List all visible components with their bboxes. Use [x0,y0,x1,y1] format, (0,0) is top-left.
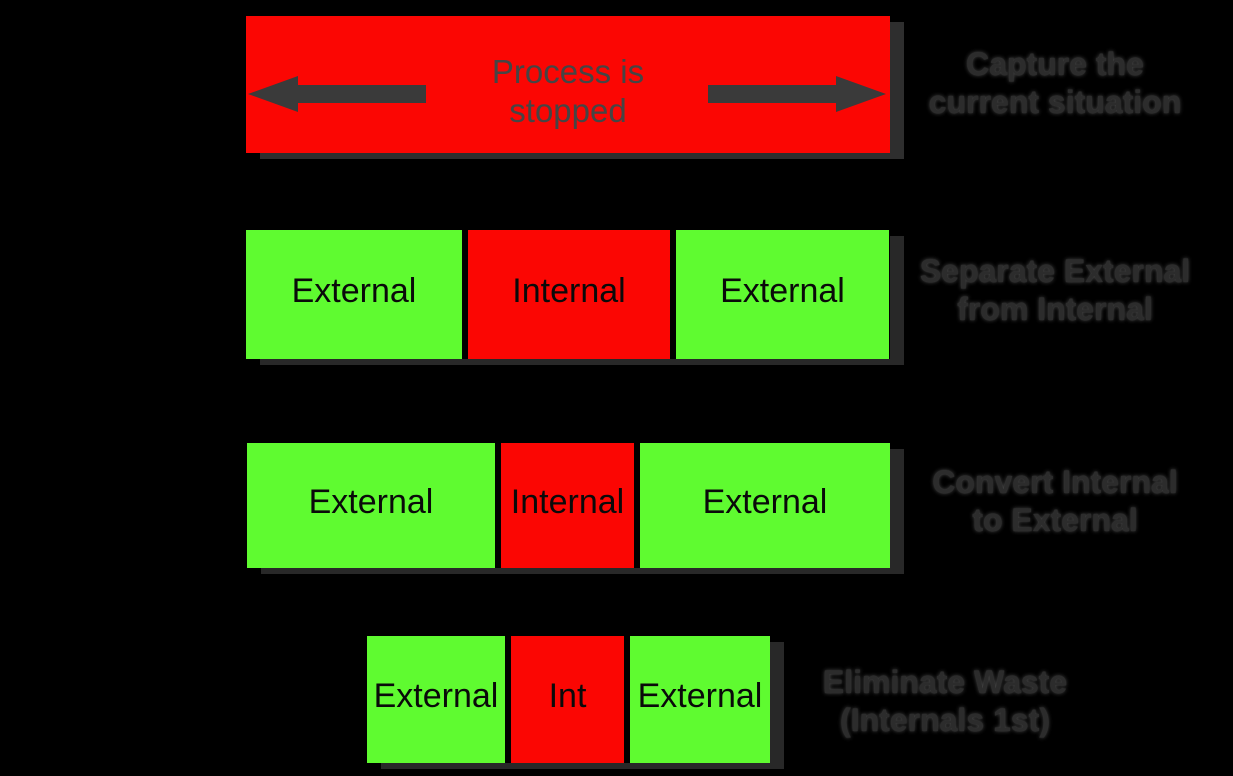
caption-line2: to External [972,502,1138,538]
caption-line2: (Internals 1st) [840,702,1050,738]
segment-label: External [637,677,763,715]
arrow-right-icon [706,76,886,112]
segment-label: Int [548,677,587,715]
segment-label: Internal [512,272,626,310]
arrow-left-head-icon [248,76,298,112]
process-stopped-bar: Process is stopped [246,16,890,153]
stage-caption-separate: Separate External from Internal [890,252,1220,328]
caption-line2: current situation [928,84,1182,120]
caption-line1: Capture the [966,46,1144,82]
stage-caption-eliminate: Eliminate Waste (Internals 1st) [780,663,1110,739]
external-segment: External [367,636,505,763]
segment-label: External [308,483,434,521]
arrow-left-icon [248,76,428,112]
process-stopped-label: Process is stopped [246,52,890,130]
arrow-left-tail [295,85,426,103]
caption-line1: Separate External [919,253,1191,289]
stage-caption-capture: Capture the current situation [890,45,1220,121]
segment-label: Internal [510,483,625,521]
eliminate-stage-bar: External Int External [367,636,770,763]
separate-stage-bar: External Internal External [246,230,890,359]
external-segment: External [676,230,889,359]
segment-label: External [720,272,845,310]
arrow-right-tail [708,85,839,103]
convert-stage-bar: External Internal External [247,443,890,568]
internal-segment: Internal [501,443,634,568]
segment-label: External [702,483,828,521]
segment-label: External [291,272,417,310]
caption-line1: Eliminate Waste [822,664,1068,700]
internal-segment: Internal [468,230,670,359]
process-stopped-line2: stopped [509,92,627,129]
external-segment: External [247,443,495,568]
caption-line1: Convert Internal [932,464,1178,500]
segment-label: External [373,677,499,715]
external-segment: External [630,636,770,763]
external-segment: External [640,443,890,568]
external-segment: External [246,230,462,359]
process-stopped-line1: Process is [491,53,645,90]
stage-caption-convert: Convert Internal to External [890,463,1220,539]
internal-segment: Int [511,636,624,763]
caption-line2: from Internal [957,291,1153,327]
arrow-right-head-icon [836,76,886,112]
